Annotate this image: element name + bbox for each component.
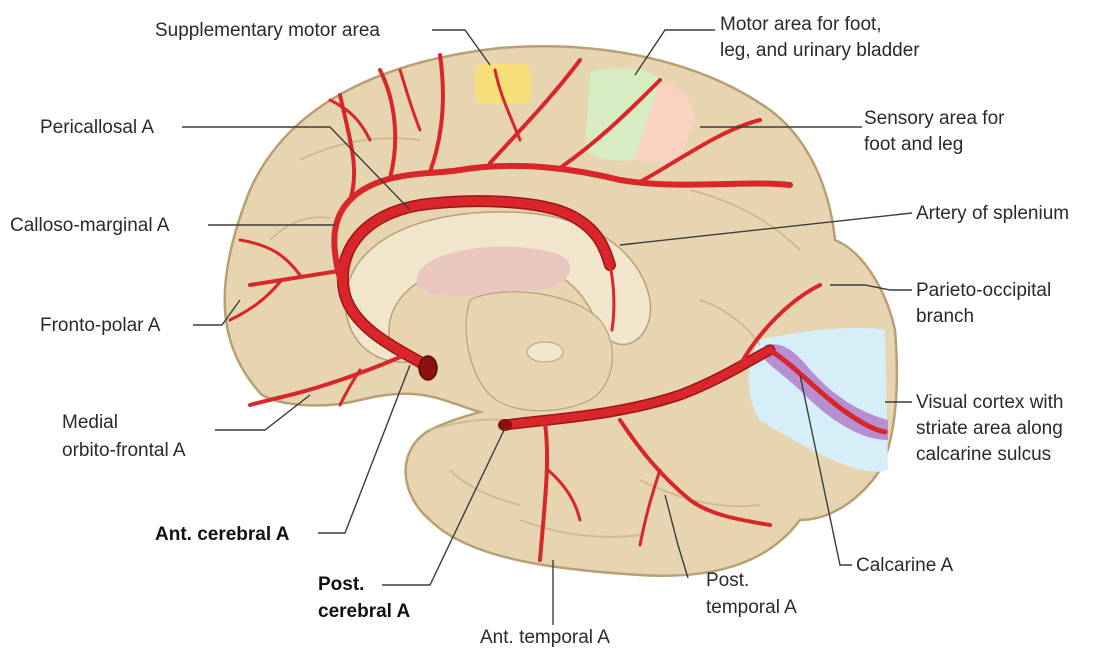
pineal-region [527, 342, 563, 362]
label-calcarine: Calcarine A [856, 555, 953, 576]
label-pericallosal: Pericallosal A [40, 117, 154, 138]
label-anterior-temporal: Ant. temporal A [480, 627, 610, 648]
label-anterior-cerebral: Ant. cerebral A [155, 524, 290, 545]
anterior-cerebral-origin [419, 356, 437, 380]
label-parieto-occipital-line1: Parieto-occipital [916, 280, 1051, 301]
label-motor-area-line2: leg, and urinary bladder [720, 40, 920, 61]
label-medial-orbitofrontal-line1: Medial [62, 412, 118, 433]
label-motor-area-line1: Motor area for foot, [720, 14, 882, 35]
label-parieto-occipital-line2: branch [916, 306, 974, 327]
label-supplementary-motor-area: Supplementary motor area [155, 20, 380, 41]
label-callosomarginal: Calloso-marginal A [10, 215, 170, 236]
label-posterior-temporal-line1: Post. [706, 570, 749, 591]
label-medial-orbitofrontal-line2: orbito-frontal A [62, 440, 186, 461]
label-visual-cortex-line2: striate area along [916, 418, 1063, 439]
label-posterior-cerebral-line2: cerebral A [318, 601, 411, 622]
label-sensory-area-line1: Sensory area for [864, 108, 1005, 129]
label-frontopolar: Fronto-polar A [40, 315, 161, 336]
label-visual-cortex-line1: Visual cortex with [916, 392, 1064, 413]
label-artery-of-splenium: Artery of splenium [916, 203, 1069, 224]
label-posterior-temporal-line2: temporal A [706, 597, 797, 618]
label-visual-cortex-line3: calcarine sulcus [916, 444, 1051, 465]
label-sensory-area-line2: foot and leg [864, 134, 963, 155]
label-posterior-cerebral-line1: Post. [318, 574, 364, 595]
